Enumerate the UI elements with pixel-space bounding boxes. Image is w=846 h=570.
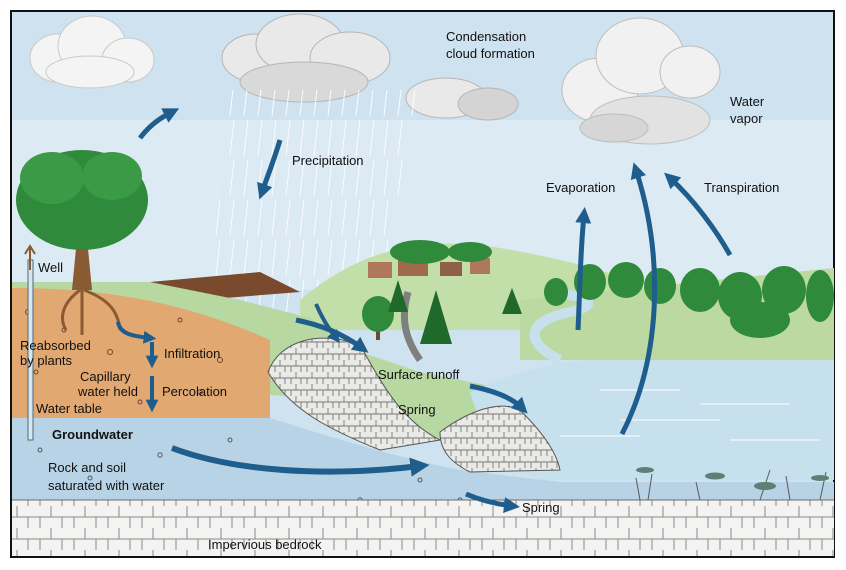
arrow-groundwater-flow (170, 445, 430, 477)
label-evaporation: Evaporation (546, 180, 615, 195)
arrow-transpiration (664, 172, 733, 257)
soil-layer (12, 288, 270, 418)
label-rock-soil-1: Rock and soil (48, 460, 126, 475)
buildings (368, 240, 492, 278)
arrow-runoff-upper (314, 303, 340, 343)
label-precipitation: Precipitation (292, 153, 364, 168)
label-spring-upper: Spring (398, 402, 436, 417)
label-percolation: Percolation (162, 384, 227, 399)
road (400, 291, 423, 363)
arrow-infiltration (116, 321, 157, 344)
well (24, 244, 36, 441)
cloud-left (29, 15, 155, 89)
impervious-bedrock-layer (12, 500, 834, 556)
label-surface-runoff: Surface runoff (378, 367, 460, 382)
arrow-spring-lower (465, 491, 520, 513)
arrow-precipitation (257, 139, 283, 200)
label-reabsorbed-2: by plants (20, 353, 73, 368)
tree-mid (362, 280, 522, 344)
label-water-vapor-1: Water (730, 94, 765, 109)
label-condensation-1: Condensation (446, 29, 526, 44)
label-capillary-2: water held (77, 384, 138, 399)
arrow-lake-evaporation (619, 162, 658, 436)
label-spring-lower: Spring (522, 500, 560, 515)
label-water-vapor-2: vapor (730, 111, 763, 126)
stone-mass-left (267, 337, 442, 451)
stone-mass-right (439, 405, 561, 473)
label-water-table: Water table (36, 401, 102, 416)
label-capillary-1: Capillary (80, 369, 131, 384)
label-transpiration: Transpiration (704, 180, 779, 195)
arrow-runoff-to-lake (469, 383, 528, 414)
tree-large (16, 150, 148, 335)
label-condensation-2: cloud formation (446, 46, 535, 61)
label-well: Well (38, 260, 63, 275)
label-impervious-bedrock: Impervious bedrock (208, 537, 322, 552)
arrow-evaporation-to-cloud-left (138, 108, 180, 140)
stream (529, 289, 594, 365)
label-reabsorbed-1: Reabsorbed (20, 338, 91, 353)
label-groundwater: Groundwater (52, 427, 133, 442)
fish (636, 467, 829, 490)
cloud-vapor (561, 17, 721, 145)
arrow-evaporation (575, 207, 592, 331)
label-rock-soil-2: saturated with water (48, 478, 165, 493)
label-infiltration: Infiltration (164, 346, 220, 361)
